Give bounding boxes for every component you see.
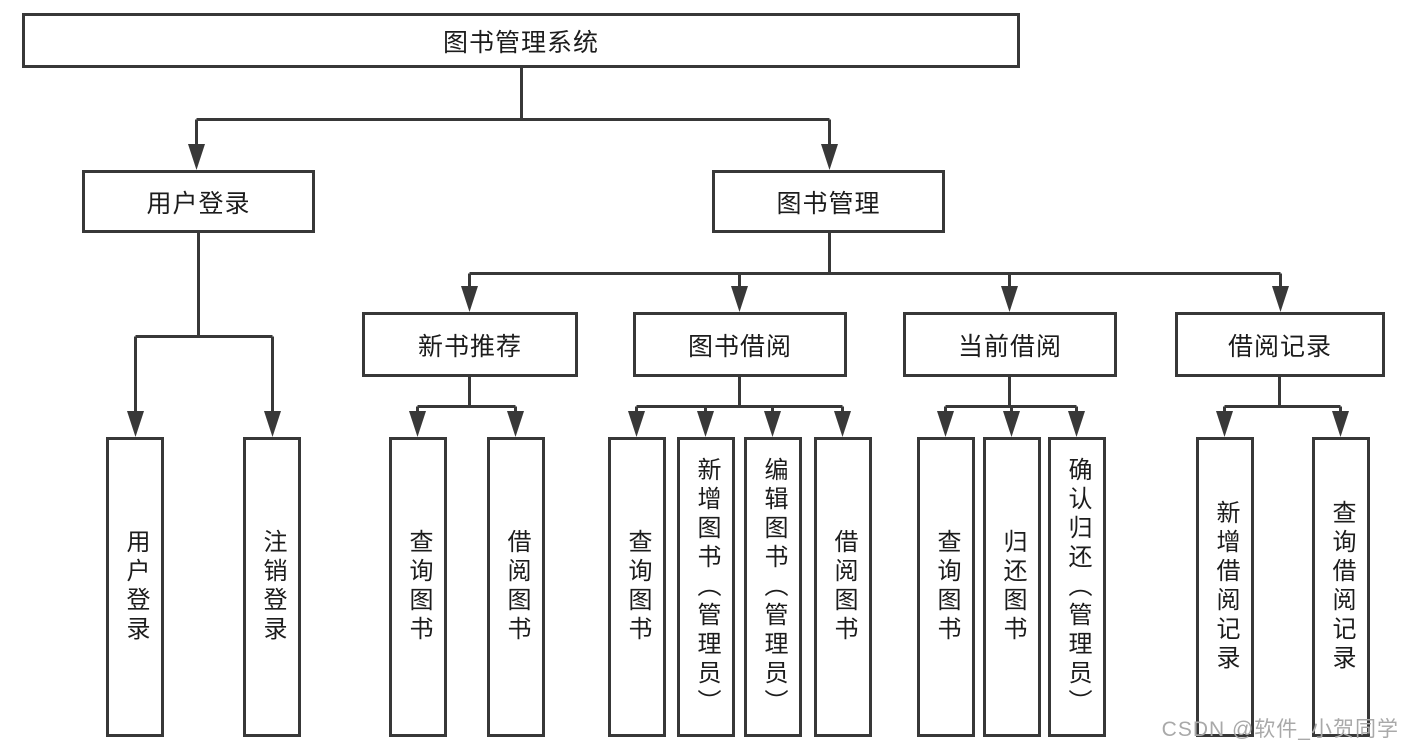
node-leaf-user-login: 用户登录: [106, 437, 164, 737]
node-label: 查询图书: [405, 529, 432, 645]
node-leaf-edit-books-admin: 编辑图书（管理员）: [744, 437, 802, 737]
node-label: 图书借阅: [687, 332, 792, 361]
node-label: 注销登录: [259, 529, 286, 645]
node-label: 查询图书: [933, 529, 960, 645]
connector-user-login-split: [127, 233, 281, 437]
node-label: 借阅图书: [830, 529, 857, 645]
node-leaf-confirm-return-admin: 确认归还（管理员）: [1048, 437, 1106, 737]
node-leaf-add-borrow-record: 新增借阅记录: [1196, 437, 1254, 737]
connector-root-to-level2: [188, 68, 838, 170]
node-label: 用户登录: [122, 529, 149, 645]
node-book-borrowing: 图书借阅: [633, 312, 847, 377]
node-label: 借阅图书: [503, 529, 530, 645]
connector-borrow-records-split: [1216, 377, 1349, 437]
connector-current-borrow-split: [937, 377, 1085, 437]
node-leaf-return-books: 归还图书: [983, 437, 1041, 737]
node-label: 图书管理: [776, 189, 881, 218]
node-label: 借阅记录: [1227, 332, 1332, 361]
connector-book-borrow-split: [628, 377, 851, 437]
node-label: 用户登录: [146, 189, 251, 218]
node-leaf-borrow-books-2: 借阅图书: [814, 437, 872, 737]
node-label: 新增借阅记录: [1212, 500, 1239, 674]
node-current-borrowing: 当前借阅: [903, 312, 1117, 377]
node-leaf-query-books-1: 查询图书: [389, 437, 447, 737]
node-new-book-recommend: 新书推荐: [362, 312, 578, 377]
node-leaf-query-borrow-record: 查询借阅记录: [1312, 437, 1370, 737]
node-book-management-branch: 图书管理: [712, 170, 945, 233]
csdn-watermark: CSDN @软件_小贺同学: [1161, 718, 1399, 741]
node-leaf-query-books-2: 查询图书: [608, 437, 666, 737]
node-label: 图书管理系统: [442, 28, 599, 57]
node-root-system: 图书管理系统: [22, 13, 1020, 68]
node-leaf-borrow-books-1: 借阅图书: [487, 437, 545, 737]
connector-new-books-split: [409, 377, 524, 437]
node-label: 编辑图书（管理员）: [760, 456, 787, 718]
node-leaf-logout: 注销登录: [243, 437, 301, 737]
node-label: 新增图书（管理员）: [693, 456, 720, 718]
node-leaf-add-books-admin: 新增图书（管理员）: [677, 437, 735, 737]
node-label: 新书推荐: [417, 332, 522, 361]
node-label: 查询借阅记录: [1328, 500, 1355, 674]
node-label: 归还图书: [999, 529, 1026, 645]
connector-book-mgmt-split: [461, 233, 1289, 312]
node-label: 确认归还（管理员）: [1064, 456, 1091, 718]
node-user-login-branch: 用户登录: [82, 170, 315, 233]
node-label: 当前借阅: [957, 332, 1062, 361]
node-borrowing-records: 借阅记录: [1175, 312, 1385, 377]
node-leaf-query-books-3: 查询图书: [917, 437, 975, 737]
node-label: 查询图书: [624, 529, 651, 645]
